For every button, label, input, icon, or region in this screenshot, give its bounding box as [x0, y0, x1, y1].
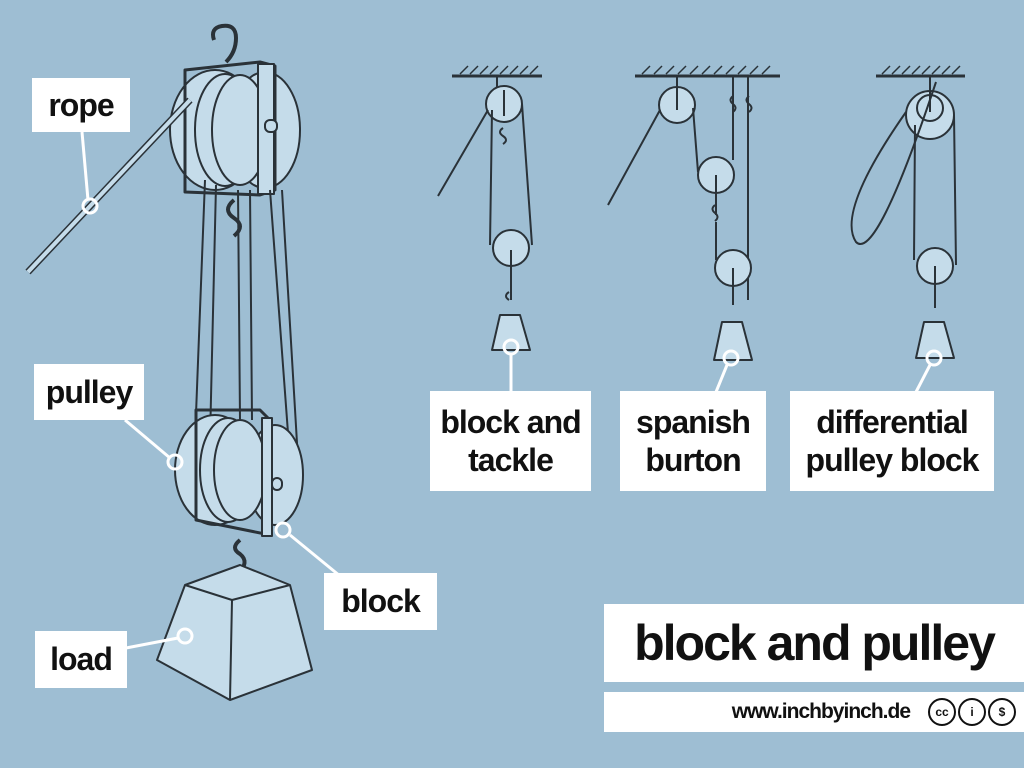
label-rope: rope [32, 78, 130, 132]
footer: www.inchbyinch.de cc i $ [604, 692, 1024, 732]
page-title: block and pulley [634, 615, 996, 671]
variant-2-line1: spanish [636, 404, 751, 440]
label-pulley-text: pulley [45, 373, 133, 410]
variant-3-line2: pulley block [805, 442, 980, 478]
attribution-icon: i [958, 698, 986, 726]
cc-icon: cc [928, 698, 956, 726]
load-weight [156, 564, 313, 701]
noncommercial-icon: $ [988, 698, 1016, 726]
label-load-text: load [50, 641, 113, 677]
website-link[interactable]: www.inchbyinch.de [731, 700, 911, 723]
label-pulley: pulley [34, 364, 144, 420]
variant-2-line2: burton [645, 442, 741, 478]
variant-1-line2: tackle [468, 442, 554, 478]
label-rope-text: rope [48, 86, 114, 123]
variant-3-line1: differential [816, 404, 969, 440]
label-differential-pulley-block: differential pulley block [790, 391, 994, 491]
label-block: block [324, 573, 437, 630]
license-icons: cc i $ [928, 698, 1016, 726]
label-load: load [35, 631, 127, 688]
top-hook [211, 23, 238, 64]
label-block-text: block [341, 583, 421, 619]
variant-1-line1: block and [440, 404, 581, 440]
label-block-and-tackle: block and tackle [430, 391, 591, 491]
title-box: block and pulley [604, 604, 1024, 682]
label-spanish-burton: spanish burton [620, 391, 766, 491]
